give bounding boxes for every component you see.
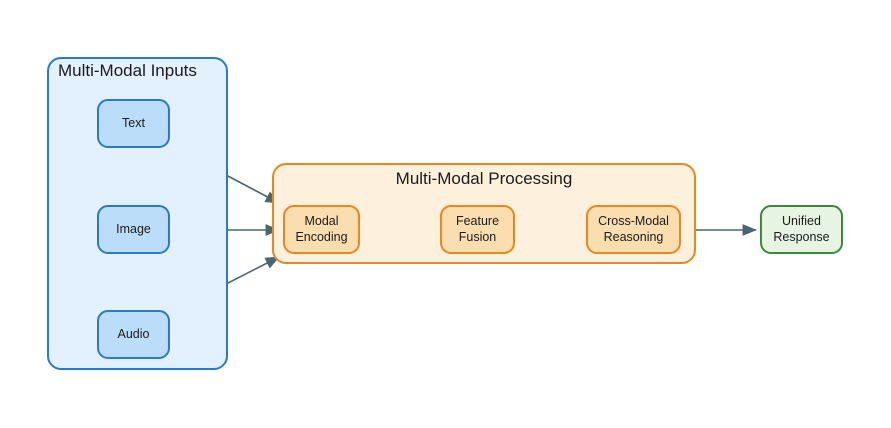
- node-unified-response[interactable]: Unified Response: [760, 205, 843, 254]
- node-cross-modal-reasoning[interactable]: Cross-Modal Reasoning: [586, 205, 681, 254]
- node-modal-encoding[interactable]: Modal Encoding: [283, 205, 360, 254]
- node-feature-fusion[interactable]: Feature Fusion: [440, 205, 515, 254]
- node-audio[interactable]: Audio: [97, 310, 170, 359]
- group-title-multi-modal-processing: Multi-Modal Processing: [395, 169, 573, 188]
- node-image[interactable]: Image: [97, 205, 170, 254]
- node-text[interactable]: Text: [97, 99, 170, 148]
- group-title-multi-modal-inputs: Multi-Modal Inputs: [58, 61, 197, 80]
